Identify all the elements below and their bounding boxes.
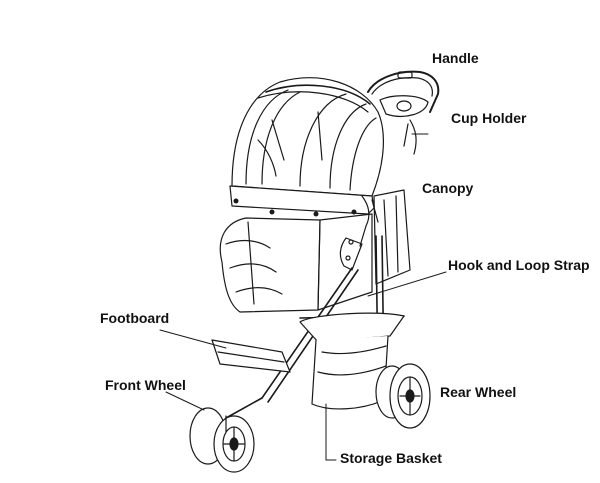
rear-wheel <box>375 363 431 429</box>
handle <box>367 70 440 113</box>
storage-basket <box>299 312 405 410</box>
leader-lines <box>159 133 447 461</box>
front-wheel-leader <box>165 391 205 411</box>
label-rear-wheel: Rear Wheel <box>440 384 517 400</box>
label-handle: Handle <box>432 50 479 66</box>
canopy <box>231 77 384 197</box>
label-canopy: Canopy <box>422 180 474 196</box>
label-cup-holder: Cup Holder <box>451 110 527 126</box>
front-wheel <box>189 407 255 473</box>
footboard <box>211 339 291 373</box>
cup-holder <box>379 95 429 155</box>
storage-basket-leader <box>325 403 337 461</box>
label-footboard: Footboard <box>100 310 170 326</box>
label-hook-and-loop-strap: Hook and Loop Strap <box>448 257 590 273</box>
cabin <box>219 185 411 313</box>
hook-strap-leader <box>367 271 447 297</box>
footboard-leader <box>159 329 227 349</box>
label-front-wheel: Front Wheel <box>105 377 186 393</box>
label-storage-basket: Storage Basket <box>340 450 442 466</box>
